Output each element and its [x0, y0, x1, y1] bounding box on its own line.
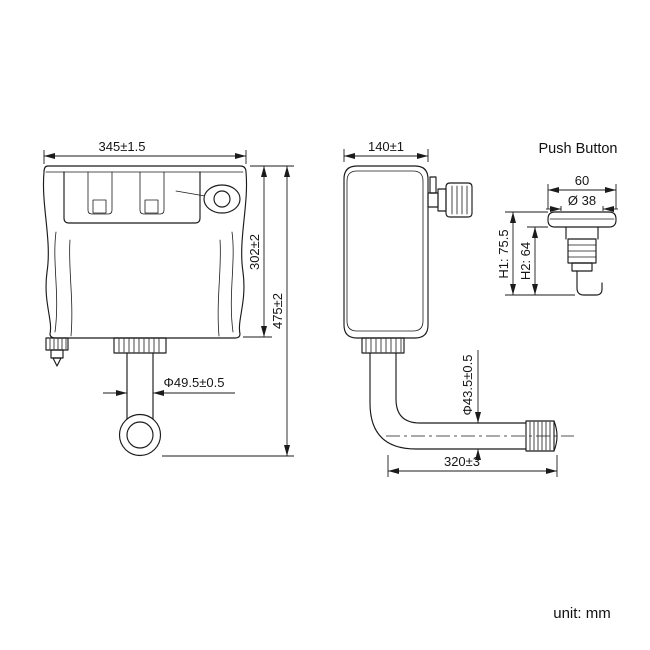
side-outlet-flange: [361, 337, 405, 354]
tank-front-outline: [42, 165, 248, 339]
tank-side-outline: [343, 165, 429, 339]
front-outlet-elbow: [118, 413, 162, 457]
unit-label: unit: mm: [553, 605, 611, 622]
push-button-title: Push Button: [539, 141, 618, 157]
front-dimensions: 345±1.5 302±2 475±2 Φ49.5±0.5: [43, 139, 294, 457]
push-button-detail: Push Button 60 Ø 38 H1: 75.5 H2: 64: [496, 141, 618, 296]
inlet-valve-fitting: [45, 337, 69, 367]
front-outlet-diameter-dimension: Φ49.5±0.5: [164, 375, 225, 390]
front-outlet-pipe: [126, 352, 154, 420]
front-outlet-flange: [113, 337, 167, 354]
flush-valve-fitting: [427, 176, 473, 218]
side-depth-dimension: 140±1: [368, 139, 404, 154]
push-button-diameter-dimension: Ø 38: [568, 193, 596, 208]
side-outlet-diameter-dimension: Φ43.5±0.5: [460, 355, 475, 416]
side-outlet-elbow-pipe: [369, 352, 527, 450]
push-button-width-dimension: 60: [575, 173, 589, 188]
side-dimensions: 140±1 Φ43.5±0.5 320±3: [343, 139, 558, 477]
push-button-h2-dimension: H2: 64: [518, 242, 533, 280]
push-button-body: [547, 211, 617, 296]
cistern-front-view: 345±1.5 302±2 475±2 Φ49.5±0.5: [42, 139, 294, 457]
cistern-side-view: 140±1 Φ43.5±0.5 320±3: [343, 139, 574, 477]
push-button-h1-dimension: H1: 75.5: [496, 229, 511, 278]
tank-top-recess: [63, 171, 201, 224]
tank-height-dimension: 302±2: [247, 234, 262, 270]
outlet-length-dimension: 320±3: [444, 454, 480, 469]
front-width-dimension: 345±1.5: [99, 139, 146, 154]
cable-grommet: [203, 184, 241, 214]
push-button-hook: [576, 270, 603, 296]
total-height-dimension: 475±2: [270, 293, 285, 329]
tank-rib-lines: [54, 231, 234, 337]
